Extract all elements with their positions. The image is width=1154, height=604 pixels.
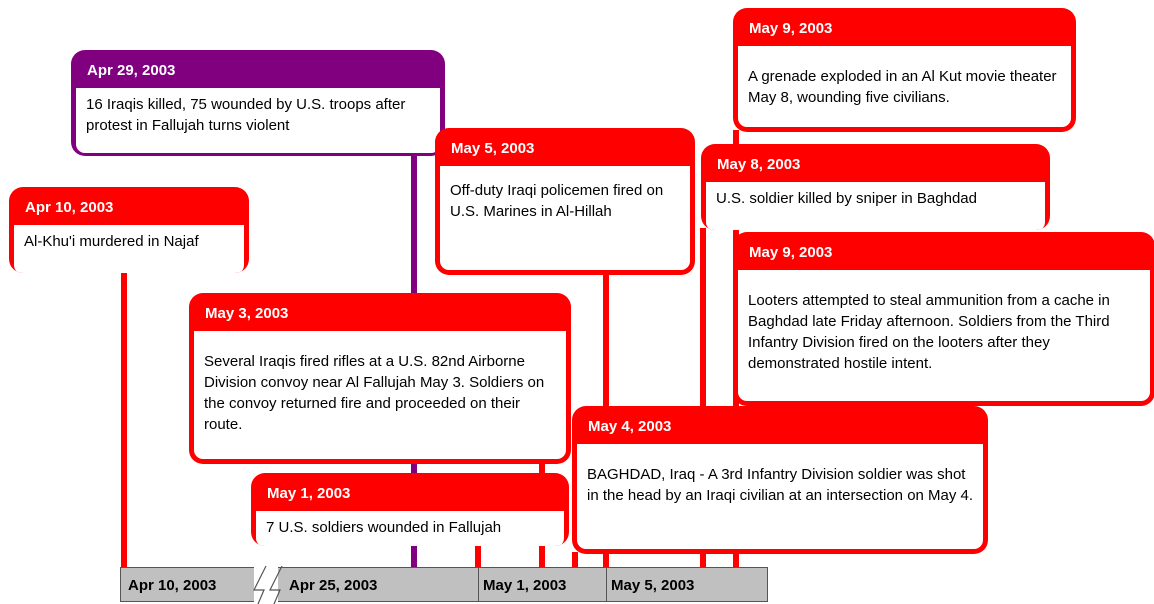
event-date: Apr 10, 2003 [25,199,114,216]
event-text: BAGHDAD, Iraq - A 3rd Infantry Division … [577,444,983,549]
event-text: Several Iraqis fired rifles at a U.S. 82… [194,331,566,459]
event-callout-may9-grenade: May 9, 2003 A grenade exploded in an Al … [733,8,1076,132]
event-text: 7 U.S. soldiers wounded in Fallujah [256,511,564,546]
axis-label: Apr 10, 2003 [128,577,217,594]
event-text: Looters attempted to steal ammunition fr… [738,270,1150,401]
time-axis [120,567,768,602]
event-text: A grenade exploded in an Al Kut movie th… [738,46,1071,127]
event-date: May 9, 2003 [749,20,833,37]
axis-label: May 1, 2003 [483,577,567,594]
event-callout-apr29: Apr 29, 2003 16 Iraqis killed, 75 wounde… [71,50,445,156]
event-date: May 9, 2003 [749,244,833,261]
event-callout-apr10: Apr 10, 2003 Al-Khu'i murdered in Najaf [9,187,249,273]
stem-may8 [700,228,706,568]
stem-apr10 [121,268,127,568]
event-text: 16 Iraqis killed, 75 wounded by U.S. tro… [76,88,440,153]
event-date: May 3, 2003 [205,305,289,322]
event-date: May 5, 2003 [451,140,535,157]
axis-tick [606,567,607,602]
event-callout-may4: May 4, 2003 BAGHDAD, Iraq - A 3rd Infant… [572,406,988,554]
event-callout-may9-looters: May 9, 2003 Looters attempted to steal a… [733,232,1154,406]
axis-label: Apr 25, 2003 [289,577,378,594]
event-date: Apr 29, 2003 [87,62,176,79]
event-text: Off-duty Iraqi policemen fired on U.S. M… [440,166,690,270]
axis-label: May 5, 2003 [611,577,695,594]
event-callout-may5: May 5, 2003 Off-duty Iraqi policemen fir… [435,128,695,275]
event-date: May 4, 2003 [588,418,672,435]
event-callout-may3: May 3, 2003 Several Iraqis fired rifles … [189,293,571,464]
stem-may4 [572,552,578,568]
event-text: U.S. soldier killed by sniper in Baghdad [706,182,1045,230]
event-date: May 1, 2003 [267,485,351,502]
event-callout-may8: May 8, 2003 U.S. soldier killed by snipe… [701,144,1050,230]
axis-tick [478,567,479,602]
stem-may1 [475,540,481,568]
axis-break-icon [253,565,283,604]
event-callout-may1: May 1, 2003 7 U.S. soldiers wounded in F… [251,473,569,546]
event-text: Al-Khu'i murdered in Najaf [14,225,244,273]
event-date: May 8, 2003 [717,156,801,173]
